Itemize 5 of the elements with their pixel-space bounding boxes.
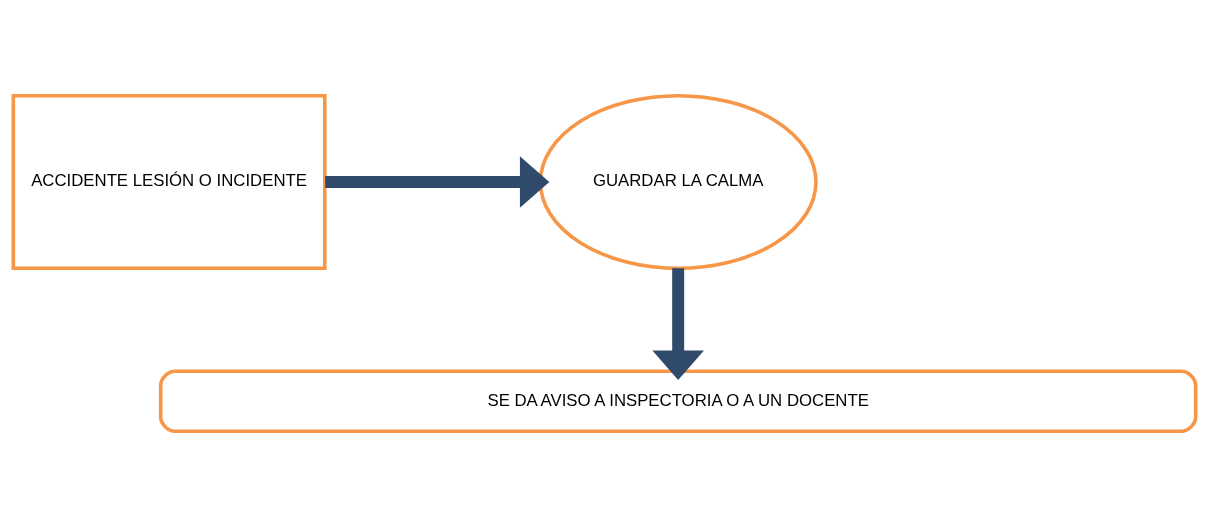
node-box: SE DA AVISO A INSPECTORIA O A UN DOCENTE xyxy=(158,369,1198,433)
arrow xyxy=(652,268,704,380)
arrow xyxy=(325,156,550,208)
node-ellipse: GUARDAR LA CALMA xyxy=(538,94,818,271)
node-box: ACCIDENTE LESIÓN O INCIDENTE xyxy=(11,94,327,271)
